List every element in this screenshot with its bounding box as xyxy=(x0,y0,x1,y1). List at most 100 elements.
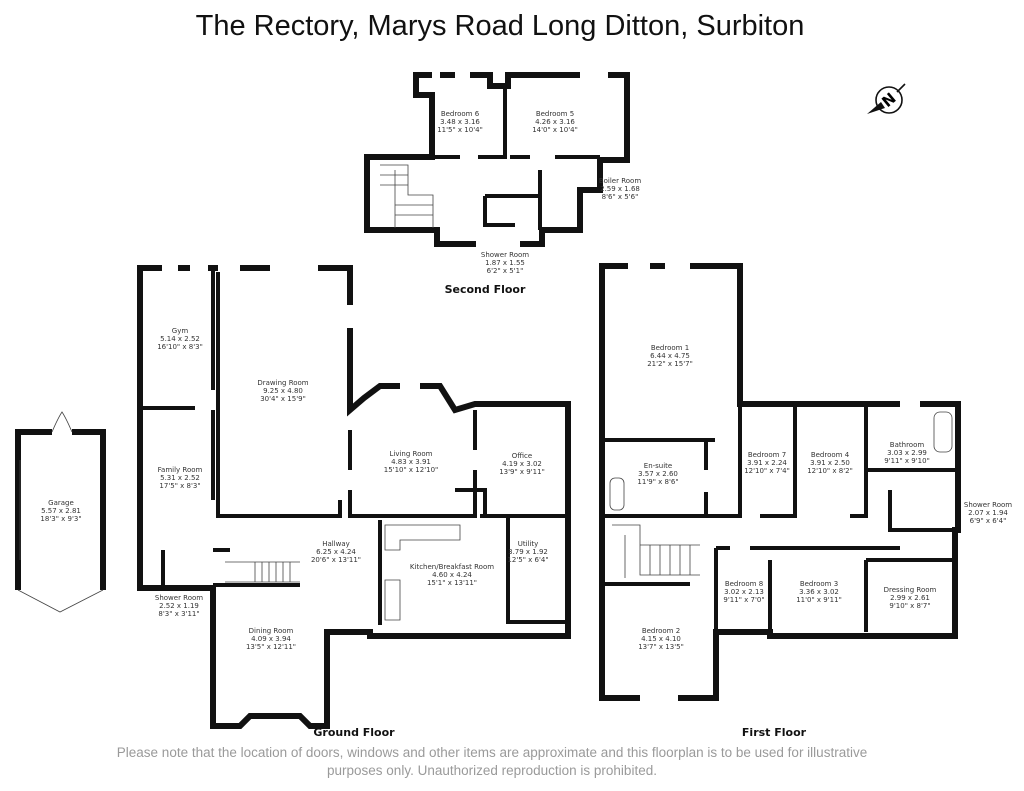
room-name: Bedroom 6 xyxy=(441,110,480,118)
floor-label-second: Second Floor xyxy=(445,283,526,296)
room-imperial: 9'11" x 9'10" xyxy=(884,457,930,465)
room-utility: Utility 3.79 x 1.92 12'5" x 6'4" xyxy=(507,540,548,564)
room-metric: 1.87 x 1.55 xyxy=(485,259,525,267)
room-metric: 3.91 x 2.24 xyxy=(747,459,787,467)
room-name: Bedroom 3 xyxy=(800,580,838,588)
room-imperial: 21'2" x 15'7" xyxy=(647,360,693,368)
room-drawing: Drawing Room 9.25 x 4.80 30'4" x 15'9" xyxy=(257,379,308,403)
room-kitchen: Kitchen/Breakfast Room 4.60 x 4.24 15'1"… xyxy=(410,563,494,587)
room-bedroom-2: Bedroom 2 4.15 x 4.10 13'7" x 13'5" xyxy=(638,627,684,651)
room-shower-ground: Shower Room 2.52 x 1.19 8'3" x 3'11" xyxy=(155,594,203,618)
room-garage: Garage 5.57 x 2.81 18'3" x 9'3" xyxy=(40,499,81,523)
room-metric: 4.19 x 3.02 xyxy=(502,460,542,468)
room-metric: 2.99 x 2.61 xyxy=(890,594,930,602)
room-name: Dressing Room xyxy=(884,586,937,594)
room-imperial: 8'3" x 3'11" xyxy=(158,610,199,618)
room-imperial: 30'4" x 15'9" xyxy=(260,395,306,403)
room-metric: 5.14 x 2.52 xyxy=(160,335,200,343)
room-name: Bedroom 4 xyxy=(811,451,850,459)
room-metric: 5.57 x 2.81 xyxy=(41,507,81,515)
room-name: Utility xyxy=(518,540,539,548)
room-metric: 2.07 x 1.94 xyxy=(968,509,1008,517)
room-metric: 9.25 x 4.80 xyxy=(263,387,303,395)
room-imperial: 11'0" x 9'11" xyxy=(796,596,842,604)
room-imperial: 16'10" x 8'3" xyxy=(157,343,203,351)
room-bedroom-3: Bedroom 3 3.36 x 3.02 11'0" x 9'11" xyxy=(796,580,842,604)
room-imperial: 9'11" x 7'0" xyxy=(723,596,764,604)
room-imperial: 12'10" x 8'2" xyxy=(807,467,853,475)
room-imperial: 15'1" x 13'11" xyxy=(427,579,477,587)
room-ensuite: En-suite 3.57 x 2.60 11'9" x 8'6" xyxy=(637,462,678,486)
room-hallway: Hallway 6.25 x 4.24 20'6" x 13'11" xyxy=(311,540,361,564)
room-imperial: 14'0" x 10'4" xyxy=(532,126,578,134)
room-imperial: 18'3" x 9'3" xyxy=(40,515,81,523)
room-imperial: 13'5" x 12'11" xyxy=(246,643,296,651)
room-imperial: 11'9" x 8'6" xyxy=(637,478,678,486)
room-name: Bedroom 8 xyxy=(725,580,763,588)
room-metric: 2.59 x 1.68 xyxy=(600,185,640,193)
garage-outline xyxy=(15,411,106,613)
room-imperial: 12'10" x 7'4" xyxy=(744,467,790,475)
room-imperial: 8'6" x 5'6" xyxy=(602,193,639,201)
room-imperial: 20'6" x 13'11" xyxy=(311,556,361,564)
room-bedroom-4: Bedroom 4 3.91 x 2.50 12'10" x 8'2" xyxy=(807,451,853,475)
room-dining: Dining Room 4.09 x 3.94 13'5" x 12'11" xyxy=(246,627,296,651)
room-metric: 3.36 x 3.02 xyxy=(799,588,839,596)
room-metric: 3.91 x 2.50 xyxy=(810,459,850,467)
room-boiler: Boiler Room 2.59 x 1.68 8'6" x 5'6" xyxy=(599,177,641,201)
room-imperial: 13'9" x 9'11" xyxy=(499,468,545,476)
room-name: Gym xyxy=(172,327,189,335)
room-name: Bedroom 1 xyxy=(651,344,689,352)
room-name: Kitchen/Breakfast Room xyxy=(410,563,494,571)
floor-label-first: First Floor xyxy=(742,726,807,739)
floor-label-ground: Ground Floor xyxy=(313,726,395,739)
room-bedroom-6: Bedroom 6 3.48 x 3.16 11'5" x 10'4" xyxy=(437,110,483,134)
room-metric: 4.83 x 3.91 xyxy=(391,458,431,466)
room-imperial: 6'9" x 6'4" xyxy=(970,517,1007,525)
room-imperial: 15'10" x 12'10" xyxy=(384,466,439,474)
room-name: Bedroom 5 xyxy=(536,110,574,118)
north-arrow-icon: N xyxy=(867,83,906,114)
room-metric: 4.09 x 3.94 xyxy=(251,635,291,643)
room-name: Living Room xyxy=(390,450,433,458)
disclaimer-line-1: Please note that the location of doors, … xyxy=(116,745,868,760)
room-bathroom: Bathroom 3.03 x 2.99 9'11" x 9'10" xyxy=(884,441,930,465)
room-bedroom-7: Bedroom 7 3.91 x 2.24 12'10" x 7'4" xyxy=(744,451,790,475)
room-name: En-suite xyxy=(644,462,672,470)
room-name: Boiler Room xyxy=(599,177,641,185)
room-name: Garage xyxy=(48,499,74,507)
room-metric: 3.03 x 2.99 xyxy=(887,449,927,457)
room-name: Hallway xyxy=(322,540,350,548)
room-metric: 2.52 x 1.19 xyxy=(159,602,199,610)
room-shower-first: Shower Room 2.07 x 1.94 6'9" x 6'4" xyxy=(964,501,1012,525)
room-imperial: 11'5" x 10'4" xyxy=(437,126,483,134)
room-dressing: Dressing Room 2.99 x 2.61 9'10" x 8'7" xyxy=(884,586,937,610)
room-name: Shower Room xyxy=(964,501,1012,509)
room-imperial: 17'5" x 8'3" xyxy=(159,482,200,490)
room-living: Living Room 4.83 x 3.91 15'10" x 12'10" xyxy=(384,450,439,474)
room-metric: 3.79 x 1.92 xyxy=(508,548,548,556)
room-metric: 4.60 x 4.24 xyxy=(432,571,472,579)
room-shower-second: Shower Room 1.87 x 1.55 6'2" x 5'1" xyxy=(481,251,529,275)
room-name: Bedroom 2 xyxy=(642,627,680,635)
room-metric: 6.44 x 4.75 xyxy=(650,352,690,360)
room-metric: 6.25 x 4.24 xyxy=(316,548,356,556)
room-name: Shower Room xyxy=(481,251,529,259)
room-metric: 4.26 x 3.16 xyxy=(535,118,575,126)
room-name: Dining Room xyxy=(249,627,294,635)
second-floor-walls xyxy=(364,72,630,247)
room-metric: 3.02 x 2.13 xyxy=(724,588,764,596)
room-imperial: 9'10" x 8'7" xyxy=(889,602,930,610)
page-title: The Rectory, Marys Road Long Ditton, Sur… xyxy=(195,10,805,42)
room-imperial: 6'2" x 5'1" xyxy=(487,267,524,275)
room-office: Office 4.19 x 3.02 13'9" x 9'11" xyxy=(499,452,545,476)
room-gym: Gym 5.14 x 2.52 16'10" x 8'3" xyxy=(157,327,203,351)
room-name: Shower Room xyxy=(155,594,203,602)
ground-floor-walls xyxy=(137,265,571,729)
disclaimer-line-2: purposes only. Unauthorized reproduction… xyxy=(327,763,657,778)
first-floor-walls xyxy=(599,263,961,701)
room-name: Bedroom 7 xyxy=(748,451,786,459)
room-name: Drawing Room xyxy=(257,379,308,387)
room-metric: 3.57 x 2.60 xyxy=(638,470,678,478)
room-imperial: 12'5" x 6'4" xyxy=(507,556,548,564)
